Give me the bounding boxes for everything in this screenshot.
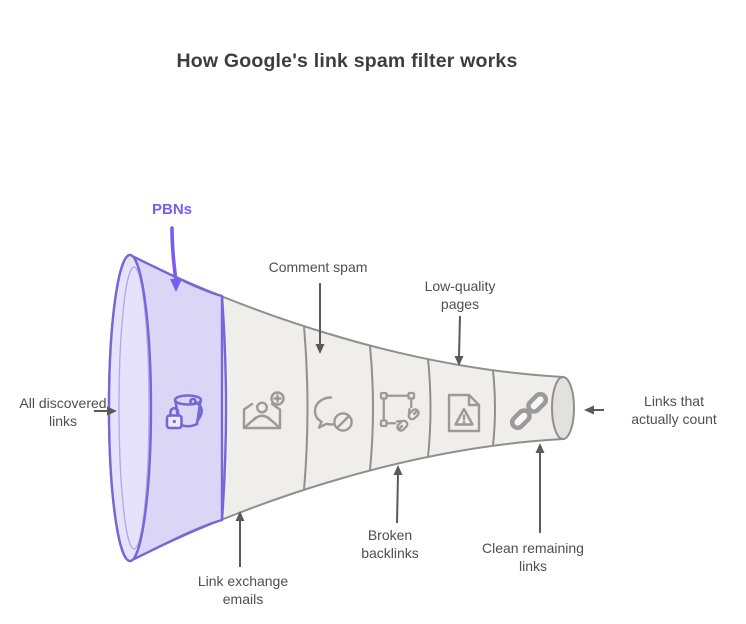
low-quality-connector	[459, 316, 460, 357]
callout-low-quality: Low-quality pages	[424, 278, 496, 313]
funnel-divider-3	[370, 346, 373, 470]
funnel-divider-1	[222, 296, 226, 520]
output-arrowhead	[584, 405, 594, 415]
callout-input: All discovered links	[19, 395, 107, 430]
callout-comment-spam: Comment spam	[268, 259, 368, 275]
bucket-lock-icon	[167, 396, 202, 429]
broken-links-connector	[397, 474, 398, 523]
funnel-divider-4	[428, 359, 431, 457]
input-arrowhead	[107, 406, 117, 416]
comment-spam-arrowhead	[315, 344, 325, 354]
diagram-title: How Google's link spam filter works	[176, 50, 518, 72]
callout-output: Links that actually count	[631, 393, 717, 428]
chain-link-icon	[510, 392, 548, 430]
broken-links-arrowhead	[393, 465, 403, 475]
callout-link-exchange: Link exchange emails	[197, 573, 289, 608]
callout-connectors	[94, 228, 604, 567]
funnel-divider-5	[493, 371, 495, 445]
low-quality-arrowhead	[454, 356, 464, 366]
pbns-arrow	[172, 228, 176, 281]
link-exchange-arrowhead	[235, 511, 245, 521]
pbns-arrowhead	[170, 279, 182, 292]
broken-element-icon	[381, 393, 420, 432]
callout-pbns: PBNs	[151, 201, 192, 218]
clean-links-arrowhead	[535, 443, 545, 453]
file-warning-icon	[449, 395, 479, 431]
comment-blocked-icon	[315, 398, 352, 431]
funnel-mouth-inner-rim	[119, 267, 149, 549]
funnel-spout-cap	[552, 377, 574, 439]
callout-broken-links: Broken backlinks	[361, 527, 419, 562]
email-user-add-icon	[244, 393, 284, 429]
callout-clean-links: Clean remaining links	[482, 540, 584, 575]
funnel-divider-2	[304, 326, 308, 490]
